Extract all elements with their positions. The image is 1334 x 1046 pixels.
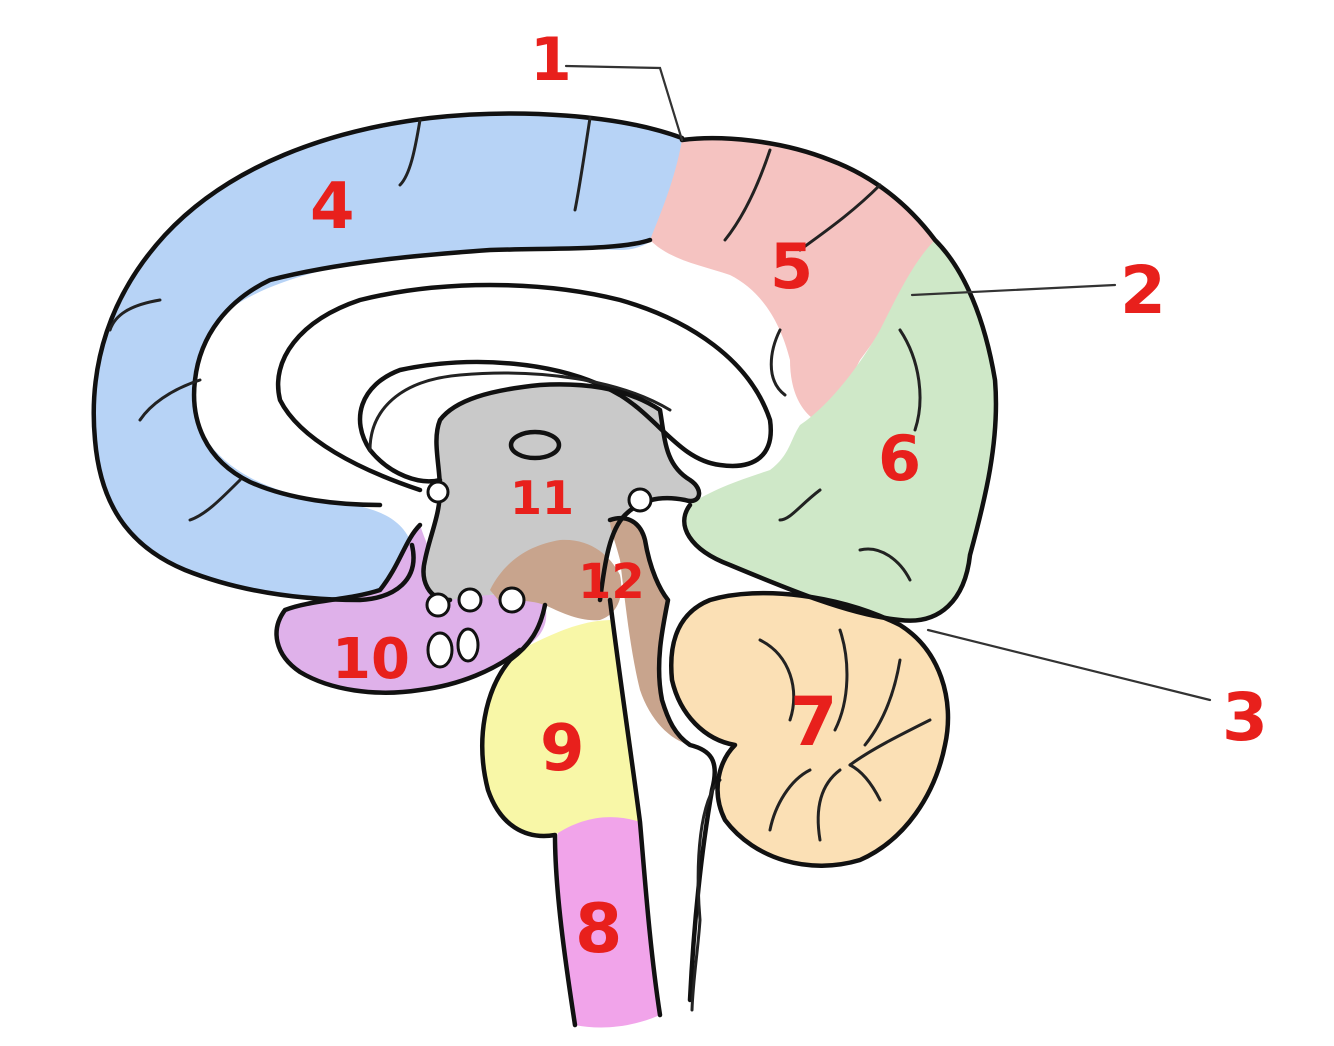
cerebellum-outline	[669, 590, 951, 868]
cortex-inner-outline	[191, 237, 653, 508]
foramina	[425, 480, 653, 669]
temporal-outline	[274, 522, 523, 695]
thalamus-outline	[421, 382, 702, 603]
label-12: 12	[578, 554, 645, 610]
brainstem-outline-right	[607, 597, 663, 1018]
brainstem-outline	[480, 602, 578, 1028]
region-11	[423, 384, 700, 608]
label-1: 1	[530, 25, 572, 95]
cerebellum-folia	[758, 628, 932, 842]
label-8: 8	[575, 890, 622, 969]
region-8	[557, 815, 660, 1028]
aqueduct-outline	[607, 515, 717, 1003]
label-2: 2	[1120, 252, 1166, 329]
interthalamic-adhesion	[508, 429, 562, 461]
region-12	[490, 518, 690, 745]
corpus-callosum-outline	[275, 282, 774, 493]
fourth-ventricle-outline	[690, 778, 722, 1012]
label-4: 4	[310, 170, 355, 244]
region-5	[650, 138, 935, 420]
label-10: 10	[332, 627, 410, 692]
label-9: 9	[540, 712, 585, 786]
label-7: 7	[790, 683, 837, 762]
gyri-details	[108, 116, 922, 582]
leader-line-3	[926, 628, 1212, 702]
leader-line-1	[564, 64, 684, 142]
label-5: 5	[770, 230, 813, 303]
leader-line-2	[910, 283, 1117, 297]
cortex-outline	[91, 111, 685, 603]
label-6: 6	[878, 422, 921, 495]
label-11: 11	[510, 471, 574, 525]
region-6	[684, 240, 996, 621]
label-3: 3	[1222, 679, 1268, 756]
region-9	[481, 620, 640, 836]
fornix-outline	[368, 371, 672, 452]
parietal-outline	[679, 135, 999, 623]
